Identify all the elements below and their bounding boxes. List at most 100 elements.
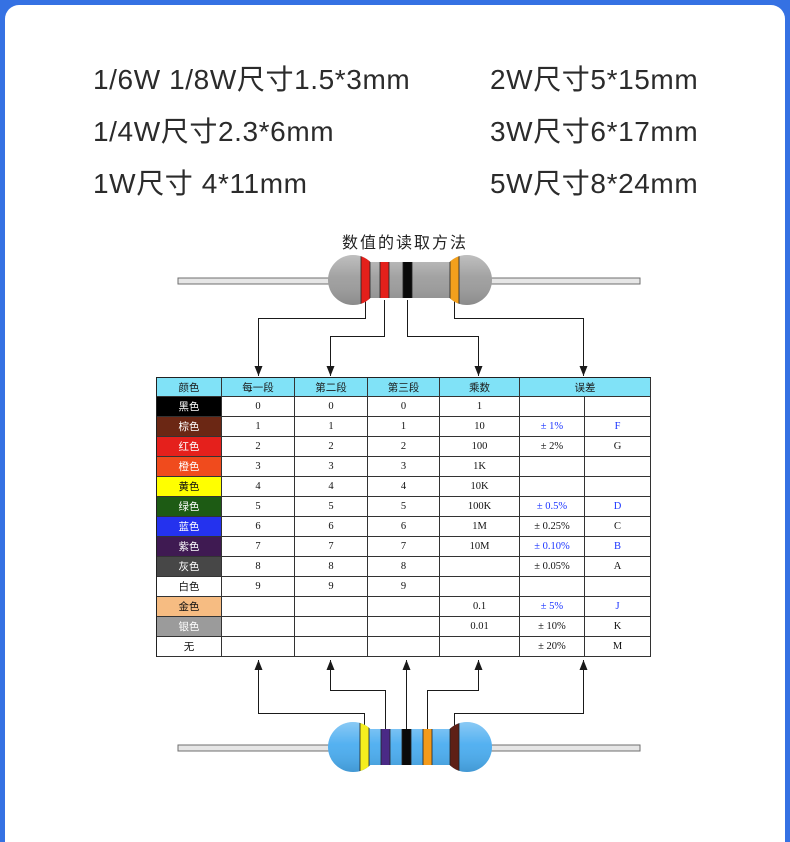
- tolerance-cell: ± 5%: [520, 597, 585, 617]
- second-digit-cell: 8: [295, 557, 368, 577]
- tolerance-cell: ± 1%: [520, 417, 585, 437]
- tolerance-cell: ± 0.05%: [520, 557, 585, 577]
- bottom-band-arrows: [254, 660, 588, 730]
- arrow-band4-to-tolerance: [454, 300, 588, 376]
- third-digit-cell: 9: [368, 577, 440, 597]
- multiplier-cell: 1: [440, 397, 520, 417]
- size-spec-line: 2W尺寸5*15mm: [490, 64, 699, 95]
- table-header-row: 颜色 每一段 第二段 第三段 乘数 误差: [157, 378, 651, 397]
- color-name-cell: 棕色: [157, 417, 222, 437]
- first-digit-cell: 6: [222, 517, 295, 537]
- multiplier-cell: 10K: [440, 477, 520, 497]
- third-digit-cell: 6: [368, 517, 440, 537]
- tolerance-cell: ± 10%: [520, 617, 585, 637]
- multiplier-cell: 1K: [440, 457, 520, 477]
- tolerance-code-cell: F: [585, 417, 651, 437]
- third-digit-cell: 8: [368, 557, 440, 577]
- arrow-band1-to-first-digit: [254, 300, 366, 376]
- first-digit-cell: [222, 617, 295, 637]
- second-digit-cell: 5: [295, 497, 368, 517]
- size-spec-line: 3W尺寸6*17mm: [490, 116, 699, 147]
- diagram-title: 数值的读取方法: [341, 235, 468, 252]
- first-digit-cell: [222, 637, 295, 657]
- tolerance-code-cell: M: [585, 637, 651, 657]
- first-digit-cell: 9: [222, 577, 295, 597]
- size-spec-line: 1W尺寸 4*11mm: [93, 168, 308, 199]
- tolerance-cell: [520, 457, 585, 477]
- color-name-cell: 红色: [157, 437, 222, 457]
- color-name-cell: 紫色: [157, 537, 222, 557]
- first-digit-cell: 4: [222, 477, 295, 497]
- tolerance-cell: [520, 397, 585, 417]
- header-second-band: 第二段: [295, 378, 368, 397]
- third-digit-cell: [368, 617, 440, 637]
- first-digit-cell: 0: [222, 397, 295, 417]
- color-name-cell: 银色: [157, 617, 222, 637]
- header-first-band: 每一段: [222, 378, 295, 397]
- tolerance-cell: ± 0.25%: [520, 517, 585, 537]
- content-panel: [5, 5, 785, 842]
- first-digit-cell: 8: [222, 557, 295, 577]
- tolerance-code-cell: D: [585, 497, 651, 517]
- bottom-resistor: [328, 722, 492, 772]
- color-name-cell: 灰色: [157, 557, 222, 577]
- second-digit-cell: 4: [295, 477, 368, 497]
- top-resistor: [328, 255, 492, 305]
- size-spec-line: 1/4W尺寸2.3*6mm: [93, 116, 335, 147]
- color-name-cell: 蓝色: [157, 517, 222, 537]
- bottom-resistor-band-5: [449, 722, 460, 772]
- second-digit-cell: 6: [295, 517, 368, 537]
- color-name-cell: 黑色: [157, 397, 222, 417]
- third-digit-cell: 5: [368, 497, 440, 517]
- third-digit-cell: 2: [368, 437, 440, 457]
- bottom-resistor-band-4: [422, 722, 433, 772]
- arrow-band5-to-tolerance: [454, 660, 588, 730]
- second-digit-cell: 2: [295, 437, 368, 457]
- tolerance-cell: [520, 477, 585, 497]
- multiplier-cell: [440, 577, 520, 597]
- multiplier-cell: 1M: [440, 517, 520, 537]
- multiplier-cell: [440, 637, 520, 657]
- bottom-resistor-band-1: [359, 722, 370, 772]
- arrow-band4-to-multiplier: [427, 660, 483, 730]
- third-digit-cell: 7: [368, 537, 440, 557]
- arrow-band2-to-second-digit: [326, 660, 386, 730]
- second-digit-cell: 1: [295, 417, 368, 437]
- third-digit-cell: 0: [368, 397, 440, 417]
- tolerance-code-cell: [585, 397, 651, 417]
- second-digit-cell: 7: [295, 537, 368, 557]
- third-digit-cell: 4: [368, 477, 440, 497]
- third-digit-cell: 1: [368, 417, 440, 437]
- tolerance-code-cell: G: [585, 437, 651, 457]
- multiplier-cell: 0.01: [440, 617, 520, 637]
- tolerance-code-cell: J: [585, 597, 651, 617]
- third-digit-cell: 3: [368, 457, 440, 477]
- color-name-cell: 金色: [157, 597, 222, 617]
- second-digit-cell: [295, 637, 368, 657]
- tolerance-cell: ± 2%: [520, 437, 585, 457]
- multiplier-cell: 10: [440, 417, 520, 437]
- third-digit-cell: [368, 637, 440, 657]
- second-digit-cell: 0: [295, 397, 368, 417]
- header-color: 颜色: [157, 378, 222, 397]
- top-band-arrows: [254, 300, 588, 376]
- header-third-band: 第三段: [368, 378, 440, 397]
- color-name-cell: 橙色: [157, 457, 222, 477]
- first-digit-cell: 7: [222, 537, 295, 557]
- first-digit-cell: 5: [222, 497, 295, 517]
- color-name-cell: 绿色: [157, 497, 222, 517]
- color-name-cell: 无: [157, 637, 222, 657]
- first-digit-cell: [222, 597, 295, 617]
